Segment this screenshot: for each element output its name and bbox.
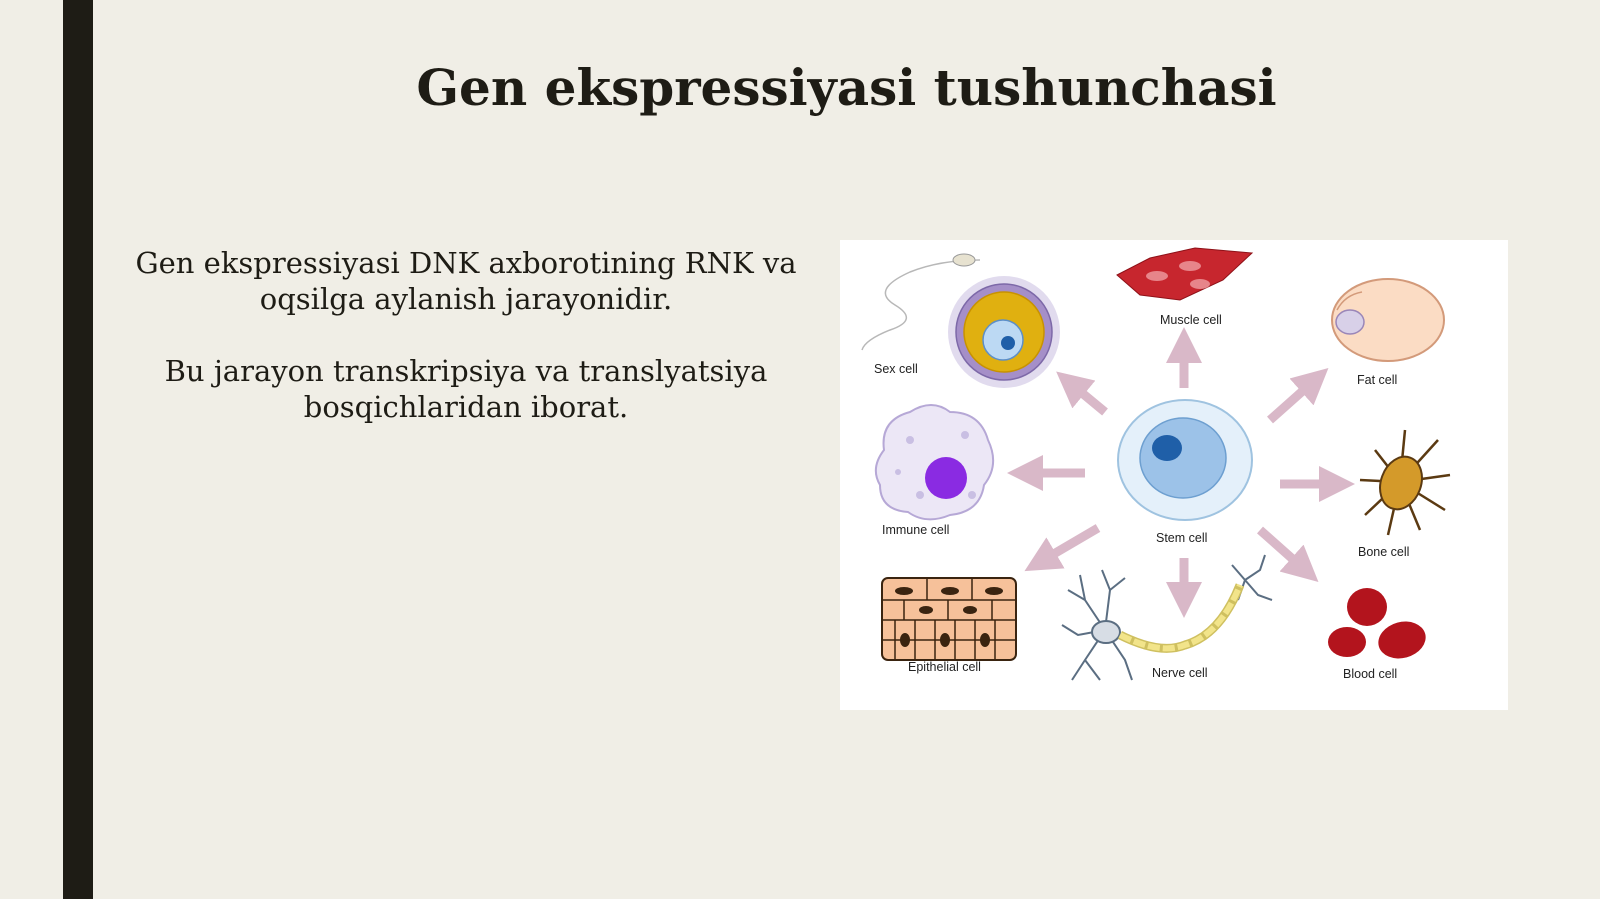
- paragraph-stages: Bu jarayon transkripsiya va translyatsiy…: [164, 354, 768, 424]
- label-blood-cell: Blood cell: [1343, 667, 1397, 681]
- slide-title: Gen ekspressiyasi tushunchasi: [416, 58, 1277, 117]
- arrow-to-fat: [1267, 368, 1329, 424]
- label-fat-cell: Fat cell: [1357, 373, 1397, 387]
- label-epithelial-cell: Epithelial cell: [908, 660, 981, 674]
- arrow-to-sex: [1056, 371, 1108, 416]
- nerve-cell-icon: [1061, 554, 1273, 681]
- paragraph-definition: Gen ekspressiyasi DNK axborotining RNK v…: [135, 246, 797, 316]
- stem-cell-icon: [1117, 399, 1253, 521]
- fat-cell-icon: [1331, 278, 1445, 362]
- sperm-cell-icon: [861, 253, 981, 351]
- label-immune-cell: Immune cell: [882, 523, 949, 537]
- blood-cell-icon: [1328, 588, 1426, 659]
- arrow-to-epithelial: [1024, 524, 1101, 572]
- muscle-cell-icon: [1116, 247, 1254, 301]
- egg-cell-icon: [948, 276, 1060, 388]
- label-sex-cell: Sex cell: [874, 362, 918, 376]
- arrow-to-blood: [1257, 526, 1319, 582]
- label-bone-cell: Bone cell: [1358, 545, 1409, 559]
- stem-cell-diagram: Stem cell Muscle cell Fat cell S: [840, 240, 1508, 710]
- immune-cell-icon: [874, 404, 995, 521]
- left-accent-bar: [63, 0, 93, 899]
- differentiation-arrows: [1007, 327, 1355, 618]
- label-muscle-cell: Muscle cell: [1160, 313, 1222, 327]
- label-nerve-cell: Nerve cell: [1152, 666, 1208, 680]
- epithelial-cell-icon: [881, 577, 1017, 661]
- bone-cell-body: [1379, 455, 1423, 511]
- slide-body: Gen ekspressiyasi DNK axborotining RNK v…: [130, 245, 802, 461]
- label-stem-cell: Stem cell: [1156, 531, 1207, 545]
